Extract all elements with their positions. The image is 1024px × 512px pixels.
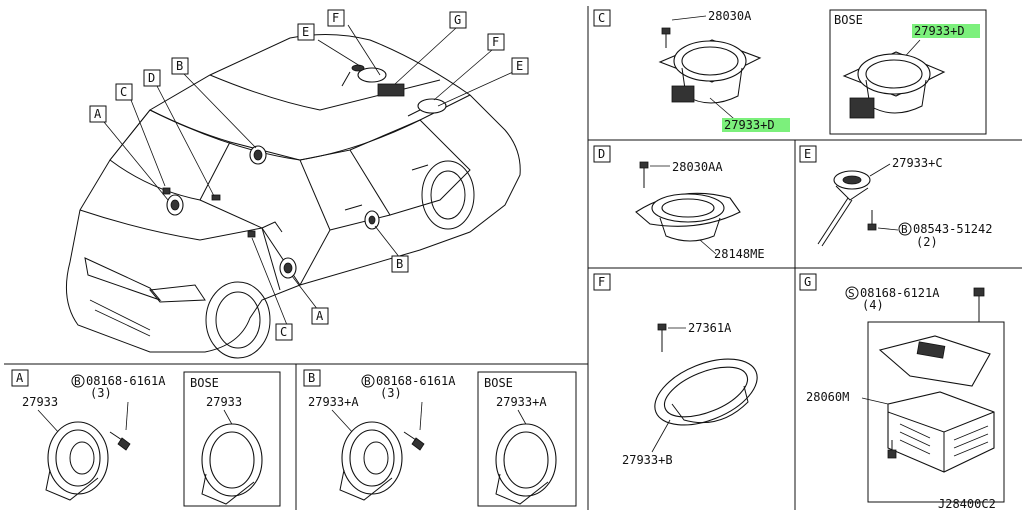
panel-e-letter: E [804, 147, 811, 161]
panel-e: E 27933+C B 08543-51242 (2) [799, 145, 992, 249]
callout-f-top: F [327, 9, 345, 27]
panel-g-screw-qty: (4) [862, 298, 884, 312]
panel-c-bose-title: BOSE [834, 13, 863, 27]
panel-a-screw-qty: (3) [90, 386, 112, 400]
svg-text:D: D [148, 71, 155, 85]
panel-c-bose-part: 27933+D [914, 24, 965, 38]
svg-text:B: B [176, 59, 183, 73]
svg-text:A: A [94, 107, 102, 121]
panel-a-screw-part: 08168-6161A [86, 374, 166, 388]
svg-text:E: E [516, 59, 523, 73]
panel-g-module-part: 28060M [806, 390, 849, 404]
panel-g: G S 08168-6121A (4) 28060M [799, 273, 1005, 503]
callout-a-left: A [89, 105, 107, 123]
panel-g-letter: G [804, 275, 811, 289]
overview-leaders [103, 24, 514, 326]
svg-text:E: E [302, 25, 309, 39]
panel-e-speaker-part: 27933+C [892, 156, 943, 170]
svg-text:B: B [74, 375, 81, 388]
svg-text:F: F [332, 11, 339, 25]
panel-c-letter: C [598, 11, 605, 25]
panel-a-bose-title: BOSE [190, 376, 219, 390]
panel-d-screw-part: 28030AA [672, 160, 723, 174]
svg-text:F: F [492, 35, 499, 49]
panel-b-bose-title: BOSE [484, 376, 513, 390]
panel-f-speaker-part: 27933+B [622, 453, 673, 467]
overview-callouts: E F G F E C D B A B C A [89, 9, 529, 341]
panel-a-speaker-part: 27933 [22, 395, 58, 409]
panel-c-speaker-part: 27933+D [724, 118, 775, 132]
callout-b-bottom: B [391, 255, 409, 273]
panel-b-screw-part: 08168-6161A [376, 374, 456, 388]
svg-text:C: C [120, 85, 127, 99]
drawing-id: J28400C2 [938, 497, 996, 511]
module-fins [899, 423, 989, 457]
callout-d-left: D [143, 69, 161, 87]
callout-b-top: B [171, 57, 189, 75]
svg-text:S: S [848, 287, 855, 300]
panel-g-screw-part: 08168-6121A [860, 286, 940, 300]
panel-a-letter: A [16, 371, 24, 385]
panel-b-bose-part: 27933+A [496, 395, 547, 409]
callout-e-top: E [297, 23, 315, 41]
panel-grid [4, 6, 1022, 510]
callout-f-right: F [487, 33, 505, 51]
svg-text:A: A [316, 309, 324, 323]
panel-c-screw-part: 28030A [708, 9, 752, 23]
svg-text:C: C [280, 325, 287, 339]
svg-text:B: B [396, 257, 403, 271]
callout-c-left: C [115, 83, 133, 101]
panel-f: F 27361A 27933+B [593, 273, 758, 467]
svg-text:B: B [901, 223, 908, 236]
panel-d: D 28030AA 28148ME [593, 145, 765, 261]
callout-g-top: G [449, 11, 467, 29]
panel-f-screw-part: 27361A [688, 321, 732, 335]
panel-d-speaker-part: 28148ME [714, 247, 765, 261]
callout-e-right: E [511, 57, 529, 75]
car-overview-illustration [65, 33, 521, 359]
callout-a-bottom: A [311, 307, 329, 325]
panel-f-letter: F [598, 275, 605, 289]
panel-a-bose-part: 27933 [206, 395, 242, 409]
panel-c: C 28030A 27933+D BOSE 27933+D [593, 9, 987, 135]
panel-b: B B 08168-6161A (3) 27933+A BOSE 27933+A [303, 369, 577, 507]
svg-text:G: G [454, 13, 461, 27]
callout-c-bottom: C [275, 323, 293, 341]
panel-b-screw-qty: (3) [380, 386, 402, 400]
svg-text:B: B [364, 375, 371, 388]
panel-b-speaker-part: 27933+A [308, 395, 359, 409]
panel-a: A B 08168-6161A (3) 27933 BOSE 27933 [11, 369, 281, 507]
panel-d-letter: D [598, 147, 605, 161]
panel-e-screw-part: 08543-51242 [913, 222, 992, 236]
panel-b-letter: B [308, 371, 315, 385]
panel-e-screw-qty: (2) [916, 235, 938, 249]
